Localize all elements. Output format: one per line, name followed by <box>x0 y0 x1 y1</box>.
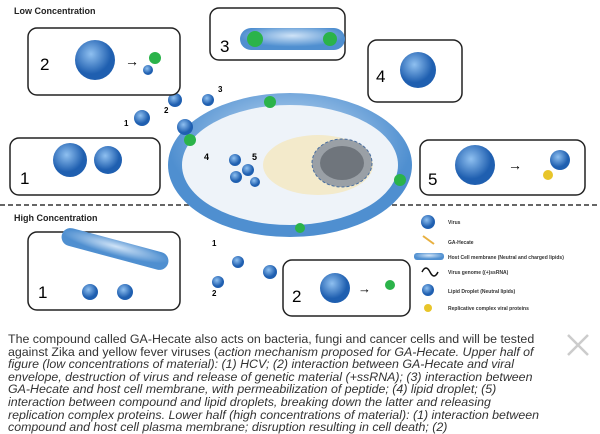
cell-label-4: 4 <box>204 152 209 162</box>
svg-text:Replicative complex viral prot: Replicative complex viral proteins <box>448 306 529 312</box>
legend: Virus GA-Hecate Host Cell membrane (Neut… <box>414 215 564 312</box>
lipid-droplet-icon <box>422 284 434 296</box>
svg-text:2: 2 <box>40 55 49 74</box>
cell-label-3: 3 <box>218 85 223 94</box>
svg-text:2: 2 <box>292 287 301 306</box>
svg-text:→: → <box>358 281 371 296</box>
panel-high-2: 2 → <box>282 259 411 317</box>
svg-text:Lipid Droplet (Neutral lipids): Lipid Droplet (Neutral lipids) <box>448 289 516 295</box>
svg-text:GA-Hecate: GA-Hecate <box>448 240 474 246</box>
close-icon[interactable] <box>566 333 590 357</box>
caption-text: The compound called GA-Hecate also acts … <box>8 332 535 359</box>
rna-icon <box>421 267 439 277</box>
low-concentration-heading: Low Concentration <box>14 6 96 16</box>
panel-low-2: 2 → <box>27 27 181 96</box>
panel-low-5: 5 → <box>419 139 586 196</box>
peptide-icon <box>422 235 435 245</box>
svg-text:1: 1 <box>38 283 47 302</box>
protein-icon <box>424 304 432 312</box>
svg-text:1: 1 <box>20 169 29 188</box>
panel-low-3: 3 <box>209 7 346 61</box>
svg-text:→: → <box>508 157 522 173</box>
cell-label-h1: 1 <box>212 239 217 248</box>
svg-text:Virus genome ((+)ssRNA): Virus genome ((+)ssRNA) <box>448 270 509 276</box>
svg-text:Virus: Virus <box>448 220 461 226</box>
svg-text:Host Cell membrane (Neutral an: Host Cell membrane (Neutral and charged … <box>448 255 564 261</box>
panel-low-1: 1 <box>9 137 161 196</box>
cell-label-5: 5 <box>252 152 257 162</box>
svg-text:4: 4 <box>376 67 385 86</box>
panel-low-4: 4 <box>367 39 463 103</box>
figure-caption: The compound called GA-Hecate also acts … <box>8 333 548 434</box>
virus-icon <box>421 215 435 229</box>
svg-text:→: → <box>125 53 139 69</box>
svg-text:5: 5 <box>428 170 437 189</box>
cell-label-1: 1 <box>124 119 129 128</box>
panel-high-1: 1 <box>27 228 181 311</box>
host-cell: 4 5 <box>168 93 412 237</box>
mechanism-figure: Low Concentration High Concentration 4 5… <box>0 6 600 317</box>
svg-text:3: 3 <box>220 37 229 56</box>
cell-label-2: 2 <box>164 106 169 115</box>
cell-label-h2: 2 <box>212 289 217 298</box>
caption-italic-text: action mechanism proposed for GA-Hecate.… <box>8 344 540 434</box>
high-concentration-heading: High Concentration <box>14 213 98 223</box>
membrane-icon <box>414 253 444 260</box>
